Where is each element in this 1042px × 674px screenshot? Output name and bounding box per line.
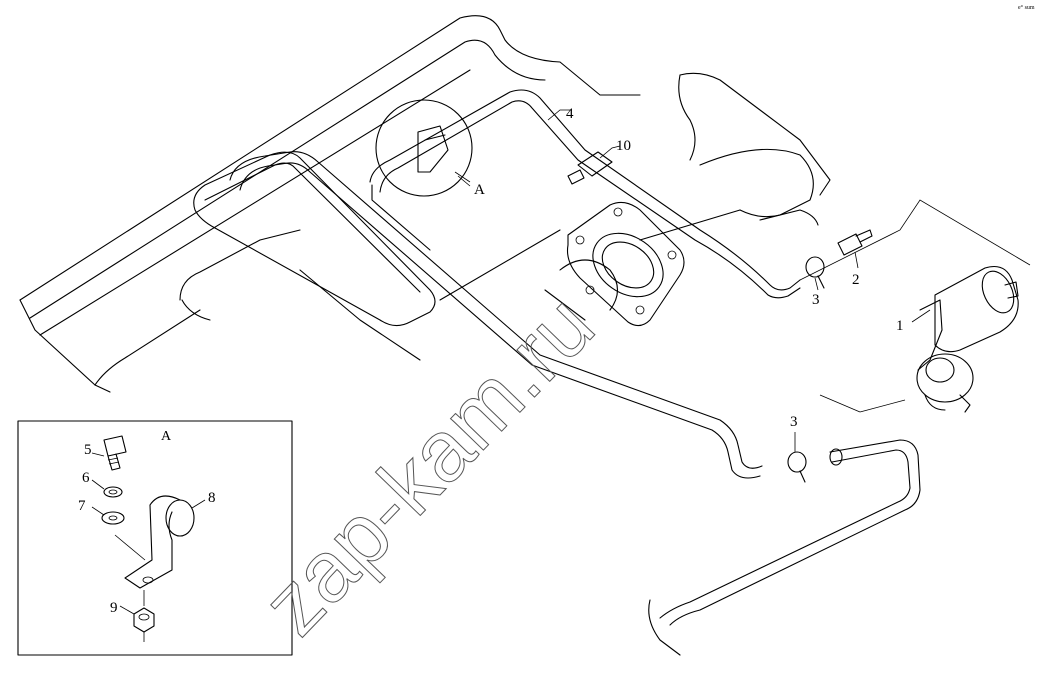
- inset-detail-a: A: [17, 420, 293, 656]
- corner-mark: e° sum: [1018, 4, 1035, 11]
- fuel-filter-part-1: [916, 265, 1019, 413]
- inset-callout-8: 8: [208, 490, 216, 506]
- bracket-part-8: [114, 495, 195, 589]
- callout-3-lower: 3: [790, 414, 798, 430]
- detail-a-circle: [375, 99, 473, 197]
- pipe-clip-part-10: [567, 151, 613, 185]
- inset-callout-9: 9: [110, 600, 118, 616]
- inset-callout-5: 5: [84, 442, 92, 458]
- watermark: zap-kam.ru: [245, 277, 613, 653]
- tank-cover-plate: [193, 151, 436, 327]
- flange-assembly: [544, 201, 685, 327]
- fitting-part-2: [837, 229, 873, 256]
- bolt-part-5: [103, 435, 127, 471]
- callout-1: 1: [896, 318, 904, 334]
- fuel-pipe-upper: [369, 89, 801, 299]
- inset-title: A: [161, 429, 172, 444]
- floor-panel: [19, 15, 641, 393]
- assembly-outline: [799, 199, 1031, 413]
- rear-axle-housing: [639, 72, 831, 241]
- callout-detail-a: A: [474, 182, 485, 198]
- nut-part-9: [133, 590, 155, 642]
- callout-2: 2: [852, 272, 860, 288]
- flat-washer-part-7: [101, 511, 125, 525]
- hose-clamp-upper: [805, 256, 825, 289]
- fuel-pipe-lower: [229, 151, 763, 479]
- leader-lines: [457, 109, 931, 452]
- lock-washer-part-6: [103, 486, 123, 498]
- inset-callout-6: 6: [82, 470, 90, 486]
- callout-3-upper: 3: [812, 292, 820, 308]
- callout-4: 4: [566, 106, 574, 122]
- rubber-hose-lower: [648, 439, 921, 656]
- inset-callout-7: 7: [78, 498, 86, 514]
- hose-clamp-lower: [787, 451, 807, 483]
- callout-10: 10: [616, 138, 631, 154]
